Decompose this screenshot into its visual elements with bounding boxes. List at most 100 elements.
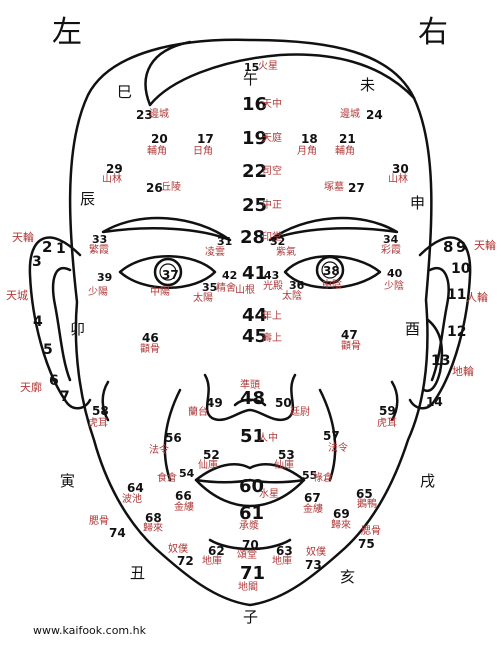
point-name-29: 山林 xyxy=(102,174,122,185)
point-name-49: 蘭台 xyxy=(188,407,208,418)
point-number-74: 74 xyxy=(109,526,126,540)
point-number-39: 39 xyxy=(97,271,113,284)
point-number-64: 64 xyxy=(127,481,144,495)
ear-label-right-3: 地輪 xyxy=(452,365,474,378)
left-iris xyxy=(153,257,183,287)
point-number-24: 24 xyxy=(366,108,383,122)
point-name-70: 頌堂 xyxy=(237,550,257,561)
point-name-34: 彩霞 xyxy=(381,245,401,256)
point-number-17: 17 xyxy=(197,132,214,146)
point-number-27: 27 xyxy=(348,181,365,195)
point-number-60: 60 xyxy=(239,476,265,497)
point-name-20: 輔角 xyxy=(147,146,167,157)
point-number-41: 41 xyxy=(242,263,268,284)
point-number-65: 65 xyxy=(356,487,373,501)
point-name-27: 塚墓 xyxy=(324,182,344,193)
right-iris xyxy=(315,255,345,285)
point-name-24: 邊城 xyxy=(340,109,360,120)
point-name-37: 中陽 xyxy=(150,287,170,298)
point-number-52: 52 xyxy=(203,448,220,462)
branch-zi: 子 xyxy=(243,608,259,626)
point-number-62: 62 xyxy=(208,544,225,558)
lower-lip xyxy=(194,478,306,508)
point-name-19: 天庭 xyxy=(262,133,282,144)
point-name-23: 邊城 xyxy=(149,109,169,120)
point-number-8: 8 xyxy=(443,238,454,256)
point-name-67: 金縷 xyxy=(303,504,323,515)
point-name-17: 日角 xyxy=(193,146,213,157)
point-name-58: 虎耳 xyxy=(88,418,108,429)
point-number-4: 4 xyxy=(33,314,43,330)
point-number-46: 46 xyxy=(142,331,159,345)
point-name-18: 月角 xyxy=(297,146,317,157)
branch-shen: 申 xyxy=(410,194,426,212)
point-name-31: 凌雲 xyxy=(205,247,225,258)
point-number-26: 26 xyxy=(146,181,163,195)
point-number-45: 45 xyxy=(242,326,268,347)
point-name-21: 輔角 xyxy=(335,146,355,157)
point-number-44: 44 xyxy=(242,305,268,326)
point-number-32: 32 xyxy=(270,235,286,248)
point-number-18: 18 xyxy=(301,132,318,146)
point-name-71: 地閣 xyxy=(238,582,258,593)
point-number-36: 36 xyxy=(289,279,305,292)
point-number-43: 43 xyxy=(264,269,280,282)
point-name-46: 顴骨 xyxy=(140,344,160,355)
point-name-54: 食倉 xyxy=(157,473,177,484)
point-number-30: 30 xyxy=(392,162,409,176)
point-number-21: 21 xyxy=(339,132,356,146)
point-number-12: 12 xyxy=(447,324,467,340)
point-number-14: 14 xyxy=(426,395,443,409)
point-name-42: 精舍 xyxy=(216,283,236,294)
branch-yin: 寅 xyxy=(60,472,76,490)
left-ear-inner xyxy=(51,266,72,382)
point-number-37: 37 xyxy=(162,268,179,282)
point-name-48: 準頭 xyxy=(240,380,260,391)
branch-mao: 卯 xyxy=(70,320,86,338)
ear-label-left-3: 天廓 xyxy=(20,381,42,394)
point-number-63: 63 xyxy=(276,544,293,558)
point-number-28: 28 xyxy=(240,227,266,248)
point-number-50: 50 xyxy=(275,396,292,410)
point-number-1: 1 xyxy=(56,241,66,257)
point-number-58: 58 xyxy=(92,404,109,418)
point-number-54: 54 xyxy=(179,467,195,480)
point-name-38: 中陰 xyxy=(322,280,342,291)
point-name-35: 太陽 xyxy=(193,293,213,304)
branch-chen: 辰 xyxy=(80,190,96,208)
point-number-49: 49 xyxy=(206,396,223,410)
point-name-61: 承漿 xyxy=(239,521,259,532)
ear-label-left-1: 天輪 xyxy=(12,231,34,244)
point-number-61: 61 xyxy=(239,503,265,524)
point-name-57: 法令 xyxy=(328,443,348,454)
point-name-75: 腮骨 xyxy=(361,526,381,537)
point-name-51: 人中 xyxy=(258,433,278,444)
point-number-53: 53 xyxy=(278,448,295,462)
point-number-11: 11 xyxy=(447,287,467,303)
branch-wu: 午 xyxy=(243,70,259,88)
heading-right: 右 xyxy=(418,15,448,50)
point-name-32: 紫氣 xyxy=(276,247,296,258)
point-number-69: 69 xyxy=(333,507,350,521)
point-number-31: 31 xyxy=(217,235,233,248)
point-name-69: 歸來 xyxy=(331,520,351,531)
point-number-40: 40 xyxy=(387,267,403,280)
ear-label-left-2: 天城 xyxy=(6,289,28,302)
point-number-51: 51 xyxy=(240,426,266,447)
point-name-53: 仙庫 xyxy=(274,460,294,471)
point-number-67: 67 xyxy=(304,491,321,505)
point-number-16: 16 xyxy=(242,94,268,115)
branch-si: 巳 xyxy=(117,83,133,101)
point-name-59: 虎耳 xyxy=(377,418,397,429)
point-number-59: 59 xyxy=(379,404,396,418)
point-name-64: 波池 xyxy=(122,494,142,505)
heading-left: 左 xyxy=(52,15,82,50)
point-name-22: 司空 xyxy=(262,166,282,177)
point-number-25: 25 xyxy=(242,195,268,216)
point-number-7: 7 xyxy=(60,389,70,405)
branch-hai: 亥 xyxy=(340,568,356,586)
point-number-38: 38 xyxy=(323,264,340,278)
point-name-28: 印堂 xyxy=(262,232,282,243)
